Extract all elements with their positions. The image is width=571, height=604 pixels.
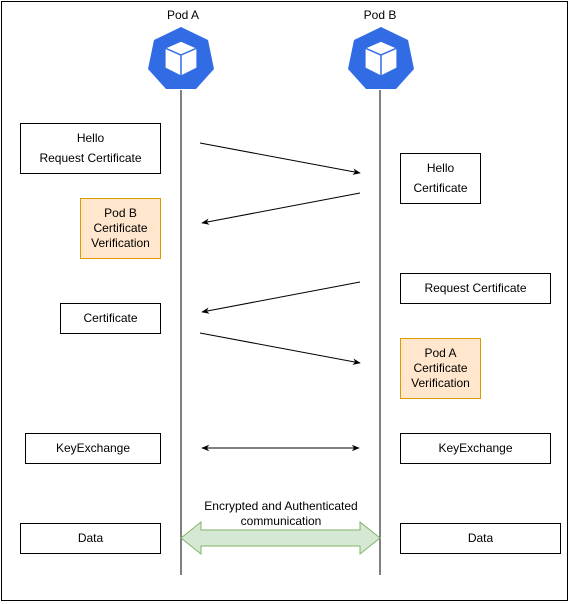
data-label: Data [467,531,494,545]
certificate-label: Certificate [93,221,148,235]
keyexchange-label: KeyExchange [55,441,131,455]
kubernetes-pod-icon [148,27,214,89]
arrow-certificate-b-to-a [201,192,361,225]
pod-a-keyexchange-box: KeyExchange [25,433,161,464]
channel-label-line1: Encrypted and Authenticated [204,499,358,513]
arrow-request-b-to-a [201,281,361,314]
hello-label: Hello [76,131,105,145]
pod-b-data-box: Data [400,523,561,554]
pod-b-label: Pod B [104,206,137,220]
keyexchange-label: KeyExchange [438,441,513,455]
pod-b-certificate-verification-box: Pod B Certificate Verification [80,198,161,259]
verification-label: Verification [411,376,470,390]
pod-a-label: Pod A [424,346,457,360]
pod-a-data-box: Data [20,523,161,554]
data-label: Data [77,531,104,545]
request-certificate-label: Request Certificate [424,281,527,295]
verification-label: Verification [91,236,150,250]
pod-a-certificate-verification-box: Pod A Certificate Verification [400,338,481,399]
certificate-label: Certificate [413,181,468,195]
encrypted-channel-arrow [180,520,381,556]
pod-b-hello-box: Hello Certificate [400,153,481,204]
pod-a-hello-box: Hello Request Certificate [20,123,161,174]
certificate-label: Certificate [413,361,468,375]
arrow-hello-a-to-b [199,142,361,175]
kubernetes-pod-icon [348,27,414,89]
channel-label: Encrypted and Authenticated communicatio… [186,499,376,529]
channel-label-line2: communication [240,514,322,528]
request-certificate-label: Request Certificate [39,151,142,165]
pod-b-request-certificate-box: Request Certificate [400,273,551,304]
pod-b-label: Pod B [363,8,397,22]
certificate-label: Certificate [83,311,138,325]
pod-a-certificate-box: Certificate [60,303,161,334]
arrow-certificate-a-to-b [199,332,361,365]
pod-a-label: Pod A [166,8,200,22]
pod-b-keyexchange-box: KeyExchange [400,433,551,464]
hello-label: Hello [426,161,455,175]
